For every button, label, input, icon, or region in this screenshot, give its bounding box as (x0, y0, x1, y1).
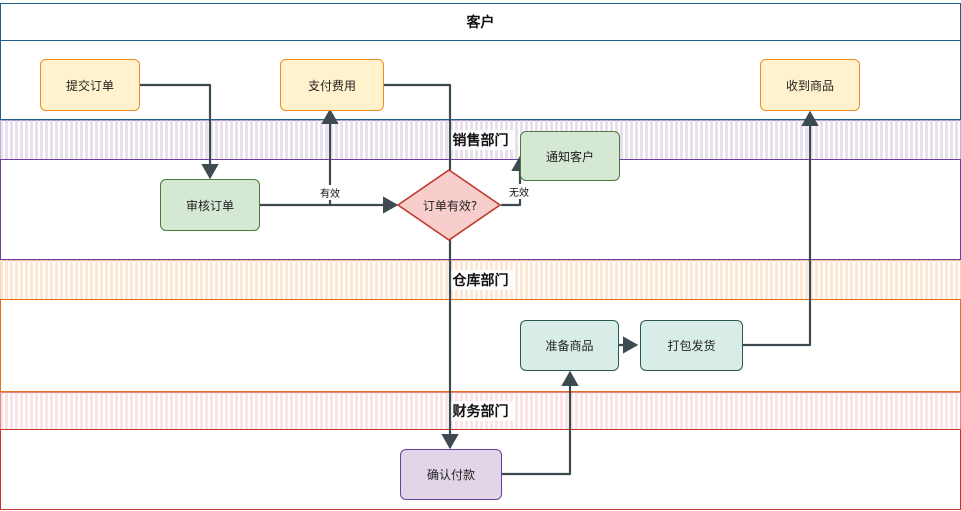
lane-header-customer: 客户 (0, 3, 961, 41)
edge-pay-to-confirm (382, 83, 459, 450)
lane-header-sales: 销售部门 (0, 120, 961, 160)
lane-header-finance: 财务部门 (0, 392, 961, 430)
node-submit-order[interactable]: 提交订单 (40, 59, 140, 111)
lane-title-finance: 财务部门 (448, 400, 513, 421)
node-prepare-goods[interactable]: 准备商品 (520, 320, 619, 371)
node-order-valid[interactable]: 订单有效? (422, 198, 478, 213)
lane-header-warehouse: 仓库部门 (0, 260, 961, 300)
node-notify-customer[interactable]: 通知客户 (520, 131, 620, 181)
lane-title-warehouse: 仓库部门 (448, 269, 513, 290)
node-pack-ship[interactable]: 打包发货 (640, 320, 743, 371)
edge-pack-to-receive (741, 110, 819, 347)
node-review-order[interactable]: 审核订单 (160, 179, 260, 231)
edge-label-invalid: 无效 (508, 184, 530, 199)
edge-label-valid: 有效 (319, 185, 341, 200)
edge-confirm-to-prepare (500, 370, 579, 476)
node-receive-goods[interactable]: 收到商品 (760, 59, 860, 111)
lane-title-customer: 客户 (462, 11, 499, 32)
edge-submit-to-review (138, 83, 219, 180)
decision-diamond (396, 169, 502, 241)
node-pay-fee[interactable]: 支付费用 (280, 59, 384, 111)
lane-title-sales: 销售部门 (448, 129, 513, 150)
node-confirm-payment[interactable]: 确认付款 (400, 449, 502, 500)
